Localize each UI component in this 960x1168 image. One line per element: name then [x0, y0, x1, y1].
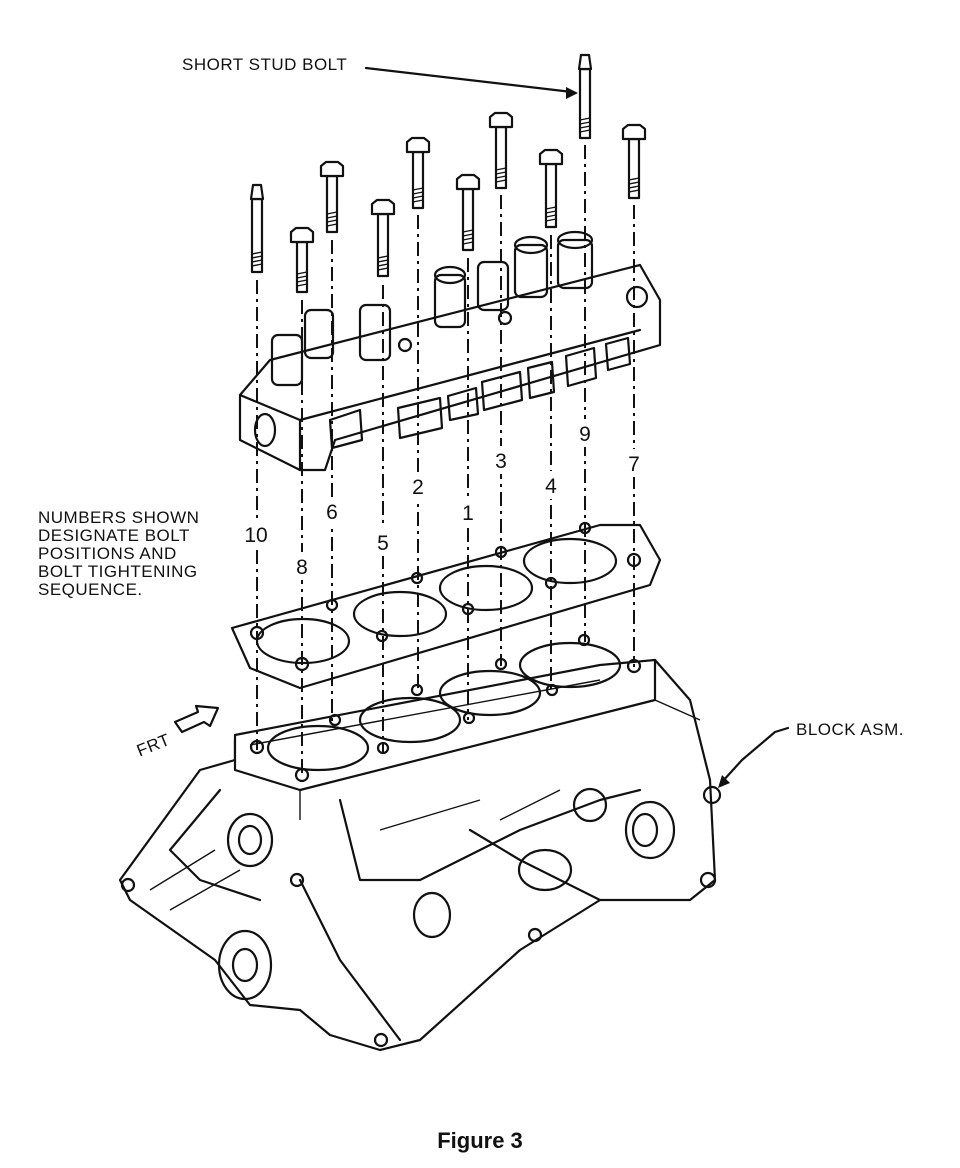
short-stud-bolt-label: SHORT STUD BOLT [182, 55, 347, 74]
bolt-number-3: 3 [495, 450, 507, 473]
head-bolt [289, 226, 315, 294]
bolt-number-10: 10 [244, 524, 267, 547]
note-line-5: SEQUENCE. [38, 580, 143, 599]
stud-bolt [577, 53, 593, 140]
block-asm-arrowhead [718, 775, 730, 788]
bolt-number-9: 9 [579, 423, 591, 446]
head-bolt [538, 148, 564, 229]
head-bolt [621, 123, 647, 200]
head-bolt [455, 173, 481, 252]
figure-caption: Figure 3 [437, 1128, 523, 1153]
note-line-2: DESIGNATE BOLT [38, 526, 190, 545]
head-bolts [249, 53, 647, 778]
bolt-number-6: 6 [326, 501, 338, 524]
note-text: NUMBERS SHOWN DESIGNATE BOLT POSITIONS A… [38, 508, 199, 599]
bolt-number-5: 5 [377, 532, 389, 555]
short-stud-leader [364, 66, 574, 94]
bolt-sequence-numbers: 1 2 3 4 5 6 7 8 9 10 [238, 419, 646, 580]
stud-bolt [249, 183, 265, 274]
note-line-3: POSITIONS AND [38, 544, 177, 563]
head-bolt [319, 160, 345, 234]
head-gasket [230, 521, 662, 690]
block-asm-label: BLOCK ASM. [796, 720, 904, 739]
head-bolt [370, 198, 396, 278]
bolt-number-1: 1 [462, 502, 474, 525]
bolt-number-7: 7 [628, 453, 640, 476]
note-line-4: BOLT TIGHTENING [38, 562, 198, 581]
bolt-number-8: 8 [296, 556, 308, 579]
short-stud-arrowhead [566, 87, 578, 99]
engine-block [118, 633, 722, 1052]
head-bolt [405, 136, 431, 210]
front-label: FRT [134, 730, 173, 760]
head-bolt [488, 111, 514, 190]
front-arrow-icon [173, 704, 220, 734]
bolt-number-4: 4 [545, 475, 557, 498]
block-asm-leader [720, 726, 790, 784]
bolt-number-2: 2 [412, 476, 424, 499]
note-line-1: NUMBERS SHOWN [38, 508, 199, 527]
